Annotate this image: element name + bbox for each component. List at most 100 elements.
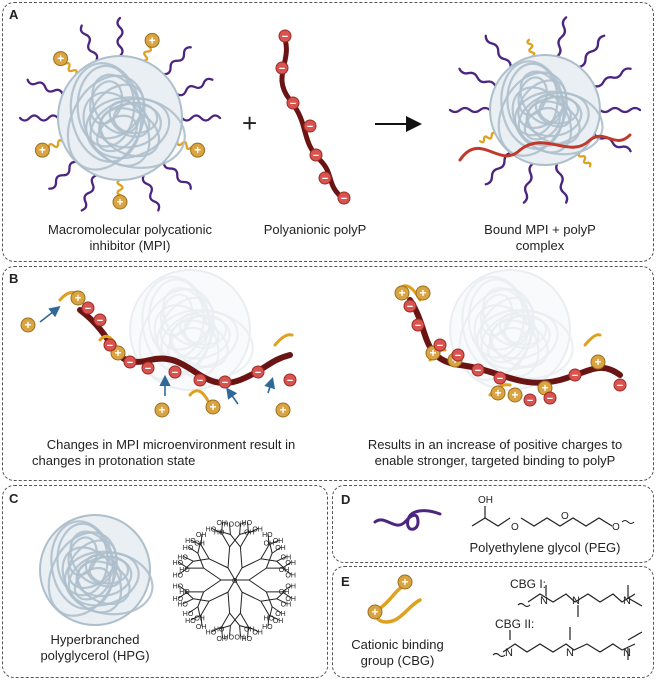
negative-charge: −	[278, 29, 292, 43]
svg-text:OH: OH	[285, 596, 296, 603]
cbg-caption: Cationic binding group (CBG)	[351, 637, 444, 668]
peg-caption: Polyethylene glycol (PEG)	[469, 540, 621, 555]
mpi-caption: Macromolecular polycationic inhibitor (M…	[47, 222, 212, 253]
svg-text:OH: OH	[252, 526, 263, 533]
panel-e-label: E	[341, 574, 350, 589]
svg-text:−: −	[279, 63, 285, 75]
svg-text:OH: OH	[252, 630, 263, 637]
svg-text:+: +	[371, 605, 378, 619]
negative-charge: −	[318, 171, 332, 185]
negative-charge: −	[451, 348, 465, 362]
svg-text:HO: HO	[242, 636, 253, 643]
negative-charge: −	[218, 375, 232, 389]
positive-charge: +	[154, 402, 170, 418]
negative-charge: −	[103, 338, 117, 352]
svg-text:OH: OH	[279, 589, 290, 596]
svg-text:−: −	[415, 320, 421, 332]
svg-text:−: −	[282, 31, 288, 43]
svg-text:+: +	[158, 403, 165, 417]
cbg2-structure	[492, 627, 643, 660]
negative-charge: −	[613, 378, 627, 392]
svg-text:+: +	[149, 33, 156, 47]
svg-text:HO: HO	[206, 630, 217, 637]
svg-text:HO: HO	[173, 560, 184, 567]
panel-b-right-caption: Results in an increase of positive charg…	[367, 437, 623, 468]
negative-charge: −	[275, 61, 289, 75]
svg-text:+: +	[279, 403, 286, 417]
svg-text:HO: HO	[179, 567, 190, 574]
negative-charge: −	[251, 365, 265, 379]
svg-text:HO: HO	[177, 554, 188, 561]
peg-icon	[373, 509, 442, 531]
svg-text:OH: OH	[285, 572, 296, 579]
svg-text:−: −	[475, 365, 481, 377]
svg-text:OH: OH	[194, 615, 205, 622]
svg-text:HO: HO	[206, 526, 217, 533]
negative-charge: −	[403, 299, 417, 313]
svg-text:−: −	[407, 301, 413, 313]
svg-text:HO: HO	[179, 589, 190, 596]
positive-charge: +	[394, 285, 410, 301]
svg-text:OH: OH	[234, 521, 245, 528]
svg-text:−: −	[307, 121, 313, 133]
positive-charge: +	[490, 385, 506, 401]
svg-text:HO: HO	[173, 584, 184, 591]
svg-text:−: −	[197, 375, 203, 387]
svg-text:+: +	[24, 318, 31, 332]
panel-b-right-illustration: ++++++++−−−−−−−−−−	[394, 269, 627, 407]
svg-text:OH: OH	[275, 611, 286, 618]
svg-text:OH: OH	[273, 618, 284, 625]
svg-text:OH: OH	[285, 560, 296, 567]
svg-text:−: −	[85, 303, 91, 315]
svg-text:OH: OH	[216, 636, 227, 643]
svg-text:HO: HO	[262, 532, 273, 539]
svg-text:−: −	[322, 173, 328, 185]
svg-text:HO: HO	[224, 521, 235, 528]
hpg-sphere-c	[39, 514, 154, 626]
svg-text:+: +	[511, 388, 518, 402]
panel-d-label: D	[341, 492, 351, 507]
panel-c-label: C	[9, 491, 19, 506]
svg-text:+: +	[594, 355, 601, 369]
svg-text:OH: OH	[216, 520, 227, 527]
panel-b	[2, 266, 654, 481]
svg-text:OH: OH	[244, 627, 255, 634]
complex-caption: Bound MPI + polyP complex	[484, 222, 596, 253]
positive-charge: +	[53, 51, 69, 67]
negative-charge: −	[141, 361, 155, 375]
negative-charge: −	[411, 318, 425, 332]
positive-charge: +	[205, 399, 221, 415]
peg-o-1: O	[511, 522, 519, 533]
svg-text:−: −	[222, 377, 228, 389]
svg-text:OH: OH	[275, 545, 286, 552]
negative-charge: −	[123, 355, 137, 369]
svg-text:OH: OH	[281, 602, 292, 609]
svg-text:OH: OH	[279, 567, 290, 574]
svg-text:O: O	[232, 578, 238, 585]
svg-text:+: +	[494, 386, 501, 400]
svg-text:−: −	[107, 340, 113, 352]
nitrogen-label: N	[623, 595, 631, 607]
negative-charge: −	[286, 96, 300, 110]
negative-charge: −	[283, 373, 297, 387]
panel-a-label: A	[9, 7, 19, 22]
positive-charge: +	[275, 402, 291, 418]
hpg-caption: Hyperbranched polyglycerol (HPG)	[40, 632, 150, 663]
svg-text:−: −	[455, 350, 461, 362]
positive-charge: +	[397, 574, 413, 590]
negative-charge: −	[568, 368, 582, 382]
panel-b-left-illustration: ++++++−−−−−−−−−−	[20, 269, 297, 418]
svg-text:OH: OH	[281, 554, 292, 561]
svg-text:−: −	[572, 370, 578, 382]
negative-charge: −	[337, 191, 351, 205]
svg-text:+: +	[39, 143, 46, 157]
svg-text:HO: HO	[185, 538, 196, 545]
svg-text:OH: OH	[285, 584, 296, 591]
svg-text:−: −	[127, 357, 133, 369]
cbg-icon: ++	[367, 574, 422, 624]
positive-charge: +	[415, 285, 431, 301]
negative-charge: −	[471, 363, 485, 377]
